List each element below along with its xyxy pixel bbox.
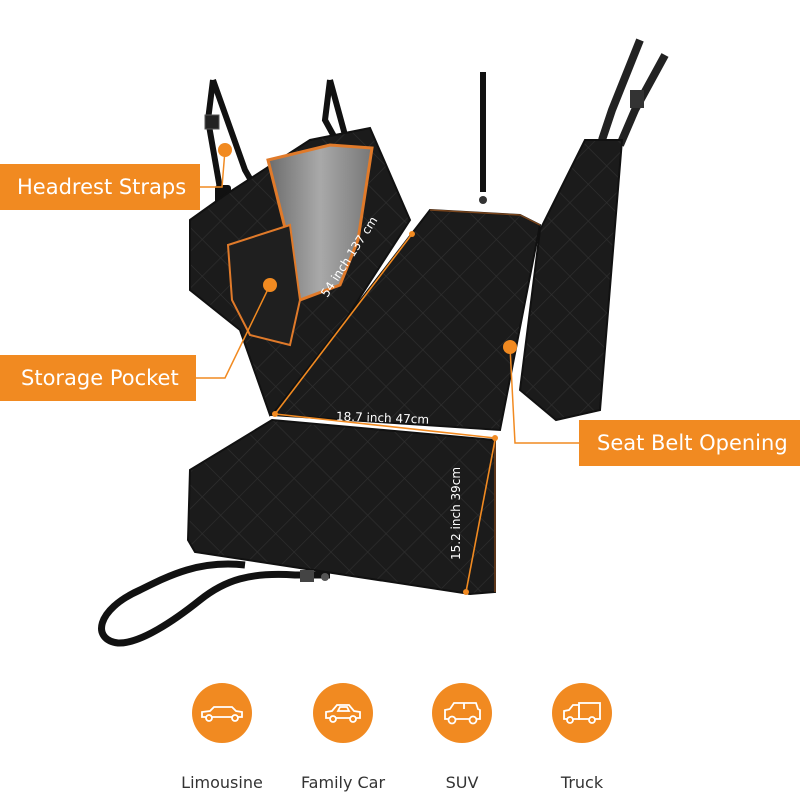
bottom-strap	[98, 560, 330, 647]
vehicle-label-truck: Truck	[560, 773, 604, 792]
family-car-icon	[313, 683, 373, 743]
vehicle-suv: SUV	[407, 683, 517, 792]
vehicle-label-suv: SUV	[445, 773, 479, 792]
dimension-endpoints	[272, 231, 498, 595]
callout-dots	[218, 143, 517, 354]
vehicle-label-limousine: Limousine	[181, 773, 263, 792]
vehicle-truck: Truck	[527, 683, 637, 792]
dimension-lines	[274, 233, 496, 593]
right-headrest-strap	[598, 38, 669, 147]
dimension-flap-label: 15.2 inch 39cm	[449, 466, 463, 560]
limousine-icon	[192, 683, 252, 743]
callout-headrest-straps: Headrest Straps	[0, 164, 200, 210]
callout-storage-pocket: Storage Pocket	[0, 355, 196, 401]
vehicle-family-car: Family Car	[288, 683, 398, 792]
vehicle-label-family-car: Family Car	[300, 773, 386, 792]
suv-icon	[432, 683, 492, 743]
truck-icon	[552, 683, 612, 743]
callout-pointers	[196, 149, 579, 444]
vehicle-limousine: Limousine	[167, 683, 277, 792]
callout-seat-belt-opening: Seat Belt Opening	[579, 420, 800, 466]
side-panel-right	[518, 139, 624, 422]
center-hanging-strap	[479, 72, 487, 204]
